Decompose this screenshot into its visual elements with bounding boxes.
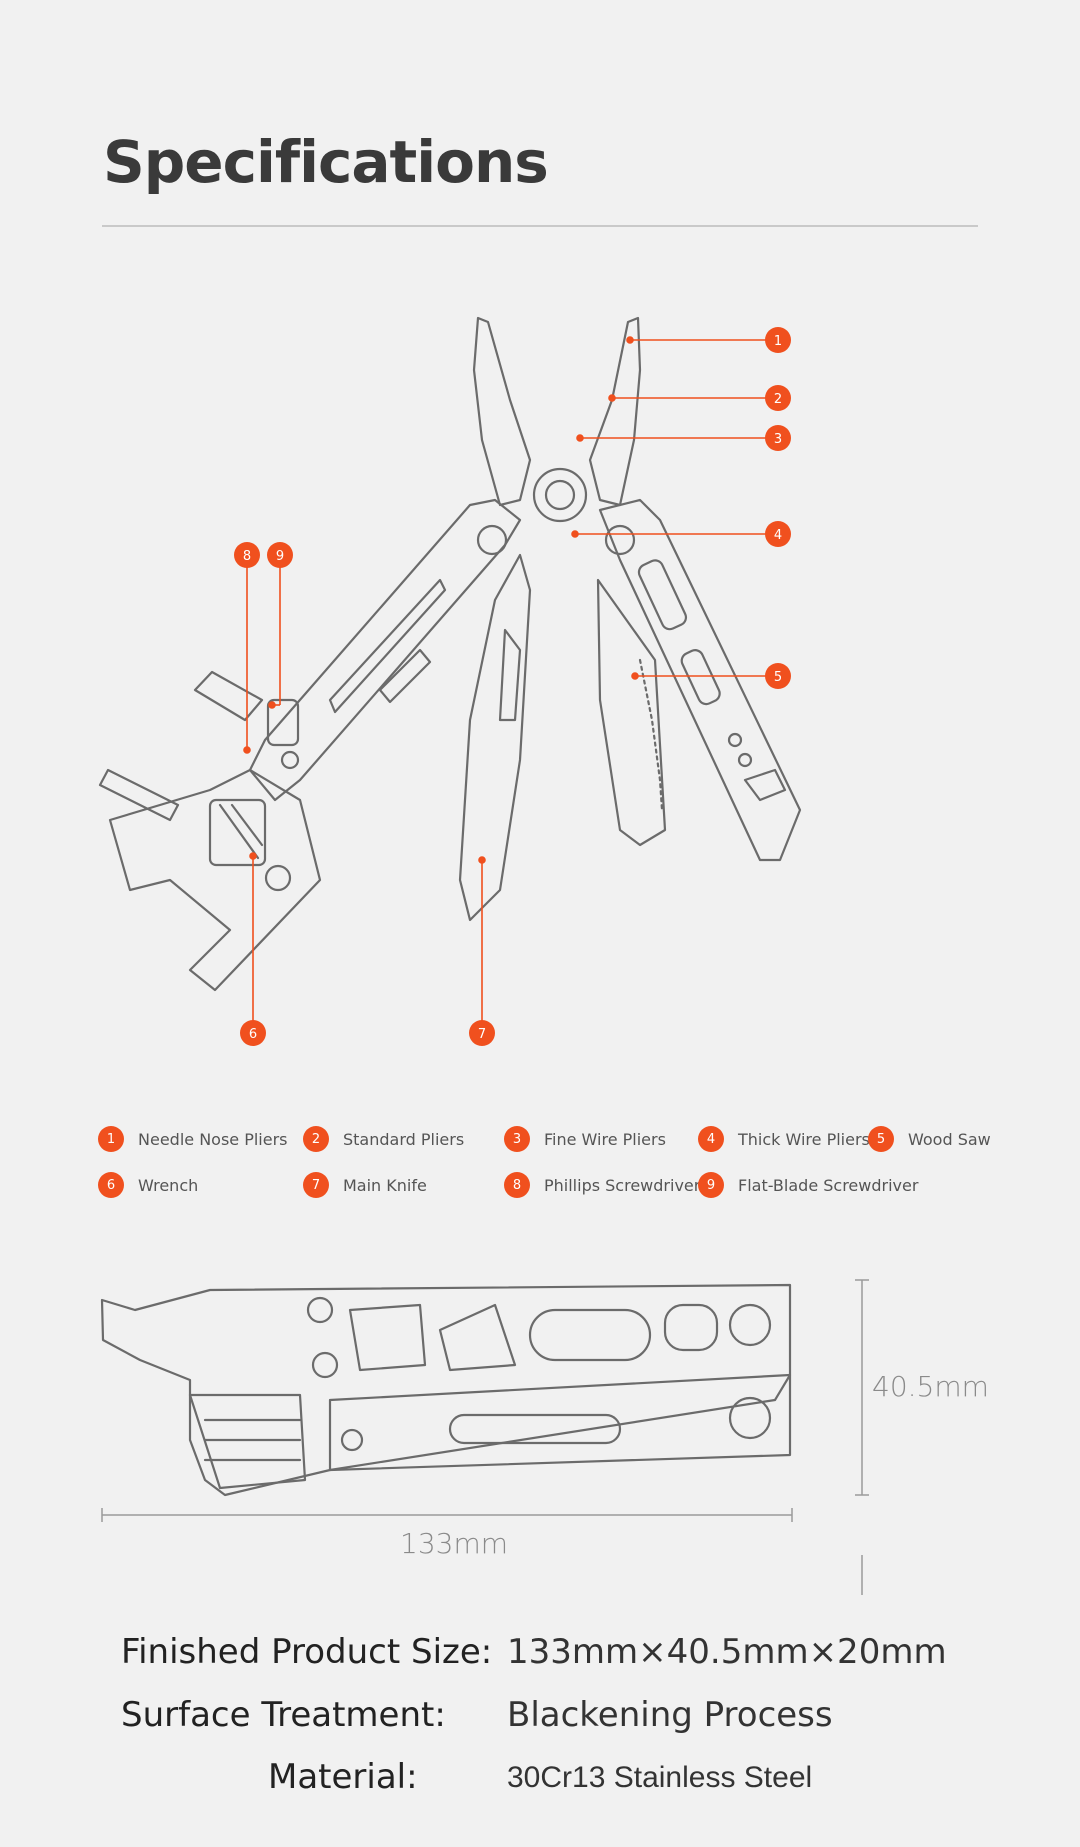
- title-divider: [102, 225, 978, 227]
- legend-item: 4 Thick Wire Pliers: [698, 1126, 870, 1152]
- legend-number: 6: [98, 1172, 124, 1198]
- legend-label: Wrench: [138, 1175, 199, 1195]
- legend-label: Main Knife: [343, 1175, 427, 1195]
- main-knife: [458, 553, 532, 922]
- legend-item: 2 Standard Pliers: [303, 1126, 464, 1152]
- legend-item: 9 Flat-Blade Screwdriver: [698, 1172, 918, 1198]
- spec-label-size: Finished Product Size:: [121, 1632, 493, 1672]
- legend-label: Needle Nose Pliers: [138, 1129, 288, 1149]
- callout-5: [765, 663, 791, 689]
- wrench: [108, 768, 322, 992]
- spec-value-size: 133mm×40.5mm×20mm: [507, 1632, 947, 1672]
- legend-number: 2: [303, 1126, 329, 1152]
- spec-label-material: Material:: [268, 1757, 418, 1797]
- legend-label: Fine Wire Pliers: [544, 1129, 666, 1149]
- callout-3: [765, 425, 791, 451]
- callout-label-3: 3: [774, 432, 782, 447]
- legend-label: Flat-Blade Screwdriver: [738, 1175, 919, 1195]
- callout-9: [267, 542, 293, 568]
- length-dimension: 133mm: [400, 1527, 508, 1560]
- spec-label-surface: Surface Treatment:: [121, 1695, 446, 1735]
- spec-value-surface: Blackening Process: [507, 1695, 833, 1735]
- spec-value-material: 30Cr13 Stainless Steel: [507, 1761, 813, 1794]
- callout-2: [765, 385, 791, 411]
- callout-label-9: 9: [276, 549, 284, 564]
- callout-6: [240, 1020, 266, 1046]
- pivot: [532, 467, 588, 523]
- callout-label-1: 1: [774, 334, 782, 349]
- left-handle: [248, 498, 522, 802]
- legend-item: 8 Phillips Screwdriver: [504, 1172, 700, 1198]
- legend-label: Thick Wire Pliers: [738, 1129, 870, 1149]
- legend-label: Phillips Screwdriver: [544, 1175, 701, 1195]
- callout-label-6: 6: [249, 1027, 257, 1042]
- legend-number: 9: [698, 1172, 724, 1198]
- legend-item: 3 Fine Wire Pliers: [504, 1126, 666, 1152]
- callout-label-5: 5: [774, 670, 782, 685]
- legend-label: Wood Saw: [908, 1129, 991, 1149]
- right-handle: [598, 498, 802, 862]
- callout-label-8: 8: [243, 549, 251, 564]
- callout-label-4: 4: [774, 528, 782, 543]
- height-dimension: 40.5mm: [872, 1370, 989, 1403]
- callout-label-2: 2: [774, 392, 782, 407]
- legend-item: 1 Needle Nose Pliers: [98, 1126, 288, 1152]
- legend-number: 7: [303, 1172, 329, 1198]
- callout-7: [469, 1020, 495, 1046]
- legend-number: 8: [504, 1172, 530, 1198]
- callout-8: [234, 542, 260, 568]
- wood-saw: [596, 578, 667, 847]
- plier-jaw-left: [472, 316, 532, 507]
- callout-4: [765, 521, 791, 547]
- callout-label-7: 7: [478, 1027, 486, 1042]
- legend-item: 7 Main Knife: [303, 1172, 427, 1198]
- legend-item: 5 Wood Saw: [868, 1126, 991, 1152]
- page-title: Specifications: [103, 128, 549, 196]
- callout-markers: [234, 327, 791, 1046]
- legend-number: 3: [504, 1126, 530, 1152]
- callout-1: [765, 327, 791, 353]
- closed-tool-outline: [100, 1283, 792, 1497]
- legend-item: 6 Wrench: [98, 1172, 198, 1198]
- plier-jaw-right: [588, 316, 642, 507]
- legend-label: Standard Pliers: [343, 1129, 465, 1149]
- bits: [193, 670, 264, 722]
- legend-number: 4: [698, 1126, 724, 1152]
- legend-number: 1: [98, 1126, 124, 1152]
- legend-number: 5: [868, 1126, 894, 1152]
